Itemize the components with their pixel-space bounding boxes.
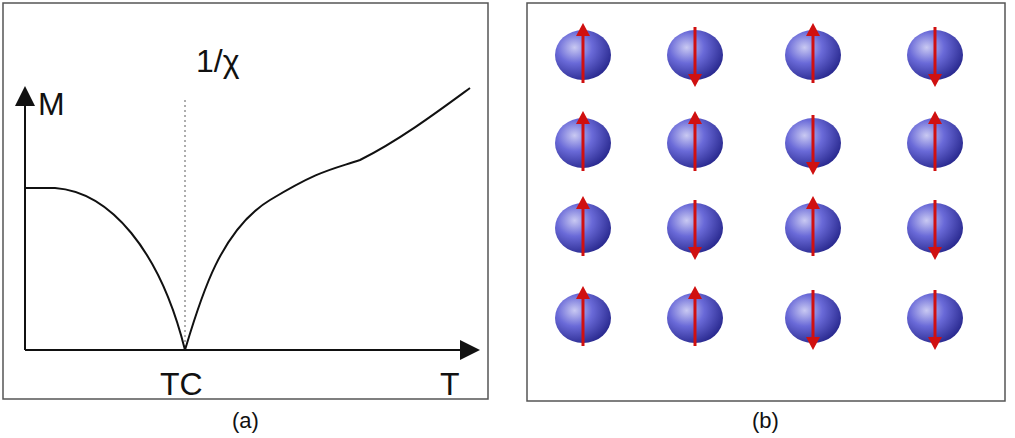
spin-arrow — [812, 33, 815, 83]
spin-arrow — [812, 290, 815, 340]
tc-line — [184, 100, 185, 350]
temperature-label: TC — [160, 368, 203, 400]
spin-arrowhead — [928, 337, 942, 350]
spin-arrow — [582, 121, 585, 171]
spin-arrowhead — [576, 111, 590, 124]
spin-arrow — [694, 27, 697, 77]
spin-arrow — [812, 115, 815, 165]
inverse-susceptibility-curve — [185, 88, 470, 350]
panel-label: (b) — [752, 410, 779, 432]
spin-arrowhead — [688, 286, 702, 299]
spin-arrow — [934, 121, 937, 171]
magnetization-curve — [25, 188, 185, 350]
spin-arrow — [694, 296, 697, 346]
panel-label: (a) — [232, 410, 259, 432]
panel-frame — [527, 3, 1005, 401]
spin-arrow — [934, 200, 937, 250]
spin-arrowhead — [576, 196, 590, 209]
axis-label: T — [440, 368, 460, 400]
spin-arrow — [582, 33, 585, 83]
y-axis — [24, 88, 26, 350]
spin-arrow — [582, 296, 585, 346]
spin-arrow — [812, 206, 815, 256]
spin-arrowhead — [928, 111, 942, 124]
spin-arrowhead — [806, 337, 820, 350]
panel-frame — [3, 3, 488, 399]
spin-arrow — [694, 121, 697, 171]
spin-arrowhead — [806, 23, 820, 36]
curve-label: 1/χ — [196, 45, 239, 77]
spin-arrowhead — [928, 74, 942, 87]
spin-arrow — [934, 27, 937, 77]
spin-arrow — [582, 206, 585, 256]
spin-arrow — [694, 200, 697, 250]
axis-label: M — [38, 88, 65, 120]
spin-arrowhead — [688, 74, 702, 87]
spin-arrowhead — [688, 247, 702, 260]
spin-arrowhead — [928, 247, 942, 260]
spin-arrow — [934, 290, 937, 340]
spin-arrowhead — [688, 111, 702, 124]
spin-arrowhead — [576, 286, 590, 299]
spin-arrowhead — [806, 196, 820, 209]
x-axis — [25, 349, 478, 351]
spin-arrowhead — [806, 162, 820, 175]
spin-arrowhead — [576, 23, 590, 36]
